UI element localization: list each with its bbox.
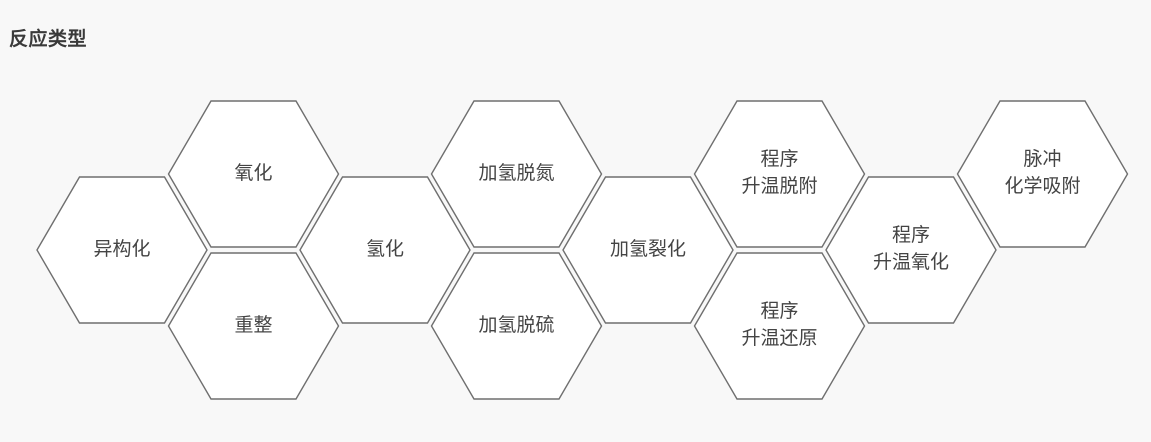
- page-title: 反应类型: [9, 28, 88, 50]
- hexagon-shape[interactable]: [430, 252, 603, 400]
- hexagon-shape[interactable]: [36, 176, 208, 324]
- hex-tpr[interactable]: [693, 252, 866, 400]
- hexagon-shape[interactable]: [430, 100, 603, 248]
- hexagon-shape[interactable]: [562, 176, 734, 324]
- hex-tpo[interactable]: [825, 176, 997, 324]
- hex-pulse-chemisorption[interactable]: [956, 100, 1129, 248]
- hexagon-shape[interactable]: [693, 100, 866, 248]
- hex-isomerization[interactable]: [36, 176, 208, 324]
- hexagon-shape[interactable]: [167, 252, 340, 400]
- hexagon-shape[interactable]: [825, 176, 997, 324]
- hexagon-shape[interactable]: [299, 176, 471, 324]
- hexagon-shape[interactable]: [167, 100, 340, 248]
- hex-reforming[interactable]: [167, 252, 340, 400]
- hex-hydrodesulfurization[interactable]: [430, 252, 603, 400]
- hex-tpd[interactable]: [693, 100, 866, 248]
- hex-oxidation[interactable]: [167, 100, 340, 248]
- hex-hydrocracking[interactable]: [562, 176, 734, 324]
- hex-hydrodenitrogenation[interactable]: [430, 100, 603, 248]
- hexagon-shape[interactable]: [956, 100, 1129, 248]
- hex-hydrogenation[interactable]: [299, 176, 471, 324]
- hexagon-shape[interactable]: [693, 252, 866, 400]
